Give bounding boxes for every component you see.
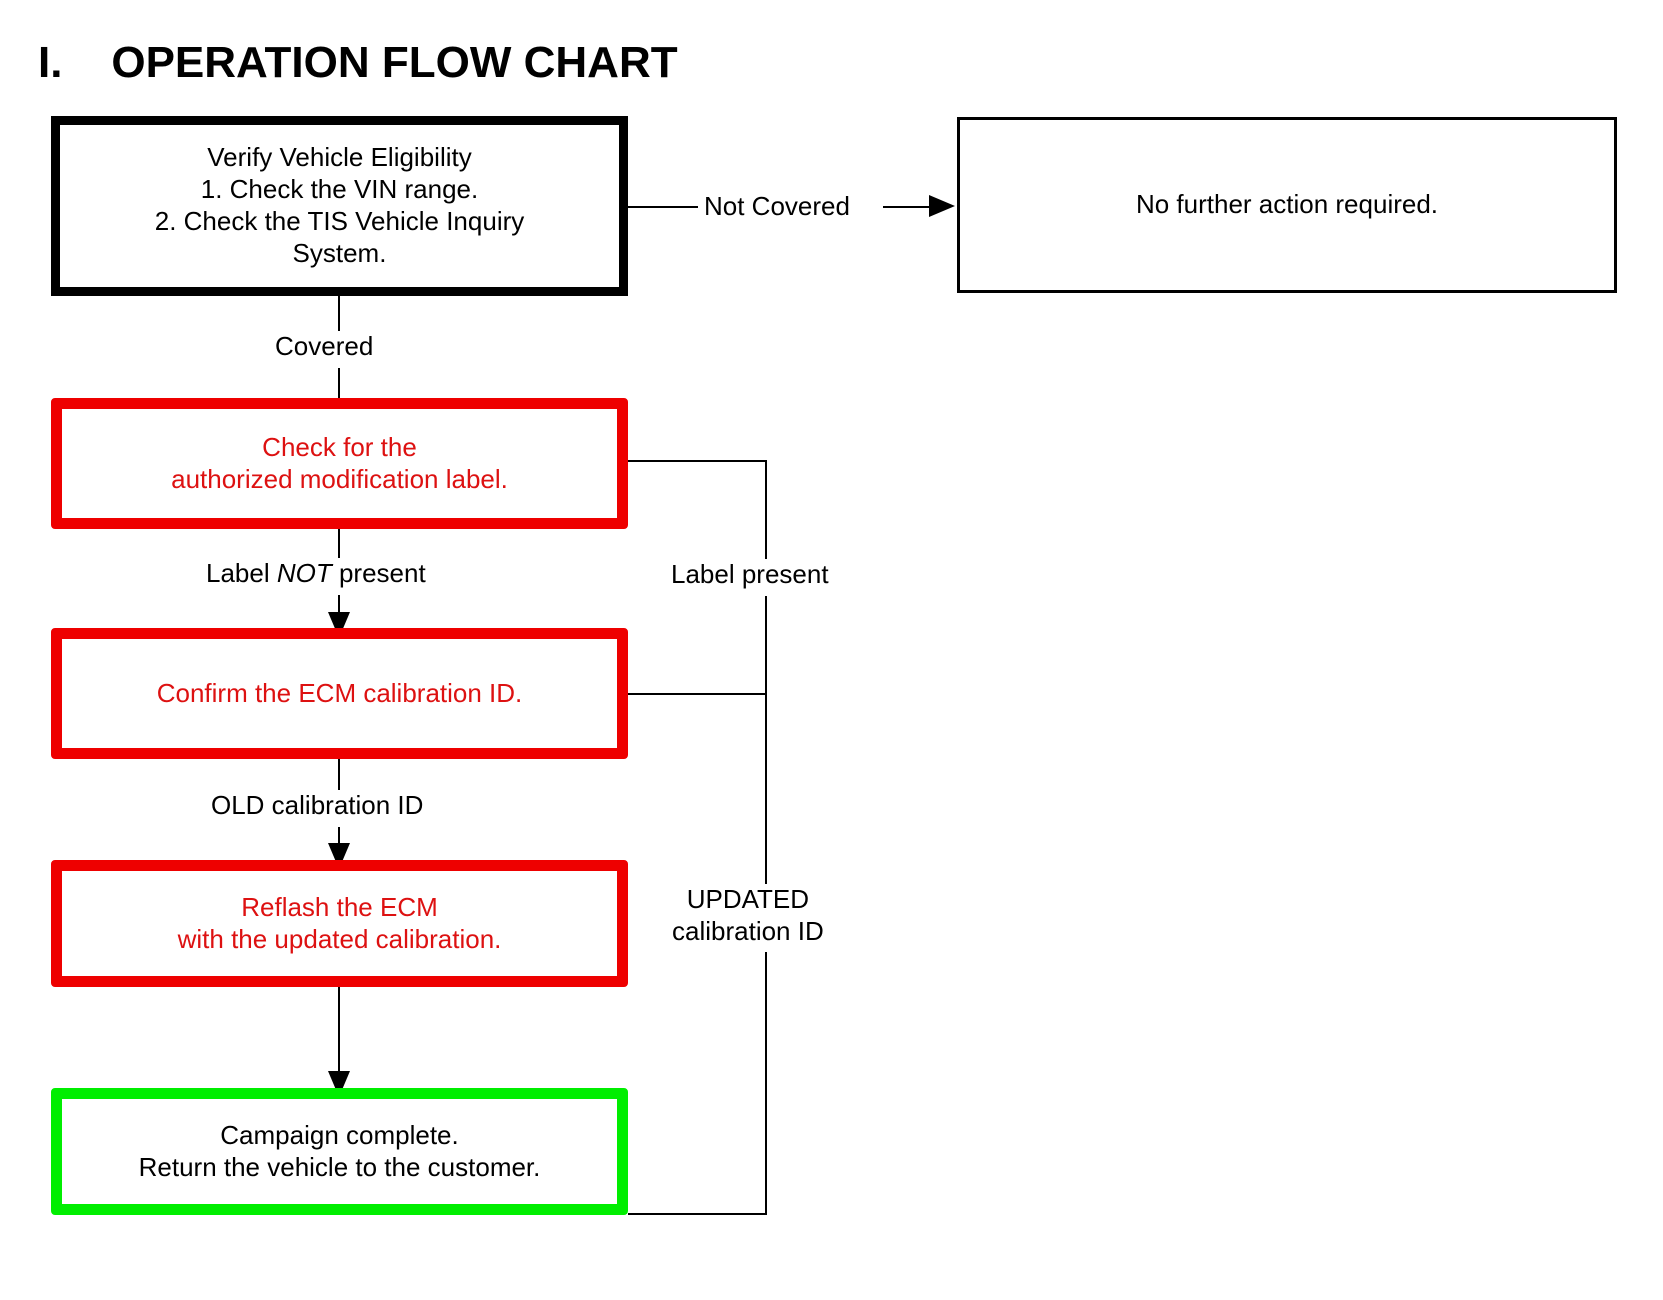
edge-label-not-present-line-upper <box>338 529 340 559</box>
node-verify-vehicle-eligibility: Verify Vehicle Eligibility 1. Check the … <box>51 116 628 296</box>
edge-label-not-present-emphasis: NOT <box>276 558 332 588</box>
edge-label-label-present: Label present <box>665 559 835 591</box>
edge-updated-cal-line-to-complete <box>628 1213 767 1215</box>
node-verify-line-3: 2. Check the TIS Vehicle Inquiry <box>154 206 525 236</box>
node-reflash-line-1: Reflash the ECM <box>241 891 438 922</box>
node-no-further-action-line-1: No further action required. <box>1135 189 1439 220</box>
node-campaign-complete-line-2: Return the vehicle to the customer. <box>138 1151 541 1182</box>
edge-covered-line-lower <box>338 368 340 398</box>
edge-label-label-not-present: Label NOT present <box>200 558 432 590</box>
edge-label-old-calibration-id: OLD calibration ID <box>205 790 430 822</box>
edge-label-updated-cal-line-1: UPDATED <box>686 884 810 914</box>
edge-label-covered: Covered <box>269 331 380 363</box>
node-no-further-action: No further action required. <box>957 117 1617 293</box>
node-campaign-complete-line-1: Campaign complete. <box>220 1119 459 1150</box>
edge-reflash-done-line <box>338 987 340 1085</box>
edge-not-covered-line-right <box>883 206 931 208</box>
node-check-modification-label: Check for the authorized modification la… <box>51 398 628 529</box>
edge-updated-cal-line-vertical-lower <box>765 952 767 1214</box>
node-verify-line-1: Verify Vehicle Eligibility <box>207 142 472 173</box>
node-check-label-line-2: authorized modification label. <box>171 463 508 494</box>
edge-not-covered-line-left <box>628 206 698 208</box>
node-campaign-complete: Campaign complete. Return the vehicle to… <box>51 1088 628 1215</box>
node-verify-line-2: 1. Check the VIN range. <box>200 174 479 205</box>
edge-not-covered-arrowhead <box>929 195 955 217</box>
node-check-label-text: Check for the authorized modification la… <box>62 432 617 496</box>
edge-label-not-present-line-lower <box>338 595 340 628</box>
node-check-label-line-1: Check for the <box>262 431 417 462</box>
edge-label-present-line-horizontal <box>628 460 767 462</box>
page-title: I. OPERATION FLOW CHART <box>38 38 678 87</box>
edge-updated-cal-line-horizontal <box>628 693 767 695</box>
edge-label-not-covered: Not Covered <box>698 191 856 223</box>
edge-label-present-line-vertical-mid <box>765 596 767 885</box>
edge-label-not-present-suffix: present <box>331 558 426 588</box>
node-confirm-cal-text: Confirm the ECM calibration ID. <box>62 678 617 710</box>
node-verify-text: Verify Vehicle Eligibility 1. Check the … <box>60 142 619 270</box>
node-campaign-complete-text: Campaign complete. Return the vehicle to… <box>62 1120 617 1184</box>
edge-label-present-line-vertical-upper <box>765 460 767 561</box>
node-verify-line-4: System. <box>292 237 387 268</box>
node-reflash-text: Reflash the ECM with the updated calibra… <box>62 892 617 956</box>
node-confirm-ecm-calibration-id: Confirm the ECM calibration ID. <box>51 628 628 759</box>
node-reflash-ecm: Reflash the ECM with the updated calibra… <box>51 860 628 987</box>
edge-label-updated-cal-line-2: calibration ID <box>672 915 824 946</box>
edge-covered-line-upper <box>338 296 340 332</box>
node-confirm-cal-line-1: Confirm the ECM calibration ID. <box>156 677 523 708</box>
edge-label-not-present-prefix: Label <box>206 558 277 588</box>
edge-label-updated-calibration-id: UPDATED calibration ID <box>666 884 830 948</box>
node-reflash-line-2: with the updated calibration. <box>177 923 502 954</box>
node-no-further-action-text: No further action required. <box>960 189 1614 221</box>
edge-old-cal-line-upper <box>338 759 340 791</box>
